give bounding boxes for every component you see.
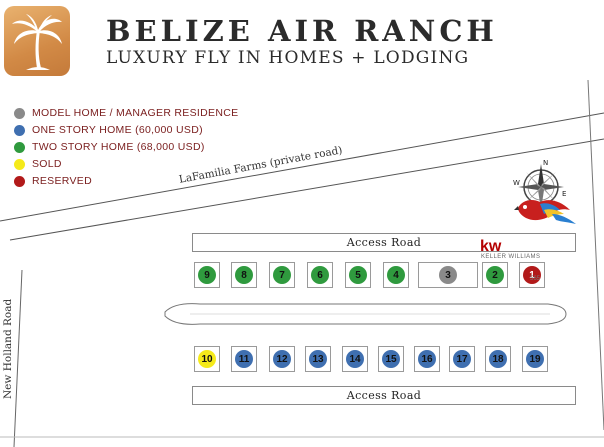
legend-dot-two-story xyxy=(14,141,25,153)
palm-tree-icon xyxy=(12,14,62,70)
legend-item-model: MODEL HOME / MANAGER RESIDENCE xyxy=(14,107,238,119)
realtor-logo: kw xyxy=(480,238,502,255)
lot-17[interactable]: 17 xyxy=(449,346,475,372)
access-road-bottom: Access Road xyxy=(192,386,576,405)
legend-item-sold: SOLD xyxy=(14,158,62,170)
lot-marker: 18 xyxy=(489,350,507,368)
lot-8[interactable]: 8 xyxy=(231,262,257,288)
lot-9[interactable]: 9 xyxy=(194,262,220,288)
realtor-name: KELLER WILLIAMS xyxy=(481,254,541,260)
legend-label: MODEL HOME / MANAGER RESIDENCE xyxy=(32,107,239,119)
side-road-label: New Holland Road xyxy=(2,298,14,399)
property-edge-right xyxy=(587,79,604,431)
side-road-edge xyxy=(13,269,23,447)
lot-marker: 15 xyxy=(382,350,400,368)
lot-15[interactable]: 15 xyxy=(378,346,404,372)
lot-6[interactable]: 6 xyxy=(307,262,333,288)
lot-marker: 19 xyxy=(526,350,544,368)
compass-n: N xyxy=(543,159,548,167)
legend-item-two-story: TWO STORY HOME (68,000 USD) xyxy=(14,141,205,153)
legend-item-reserved: RESERVED xyxy=(14,175,92,187)
lot-12[interactable]: 12 xyxy=(269,346,295,372)
page-title: BELIZE AIR RANCH xyxy=(106,14,498,48)
legend-label: SOLD xyxy=(32,158,62,170)
page-subtitle: LUXURY FLY IN HOMES + LODGING xyxy=(106,48,470,68)
lot-marker: 5 xyxy=(349,266,367,284)
legend-label: ONE STORY HOME (60,000 USD) xyxy=(32,124,203,136)
lot-marker: 7 xyxy=(273,266,291,284)
realtor-phone: 565 xyxy=(530,276,541,282)
lot-marker: 14 xyxy=(346,350,364,368)
lot-marker: 11 xyxy=(235,350,253,368)
access-road-top: Access Road xyxy=(192,233,576,252)
access-road-top-label: Access Road xyxy=(346,236,422,249)
lot-marker: 3 xyxy=(439,266,457,284)
lot-4[interactable]: 4 xyxy=(383,262,409,288)
lot-marker: 17 xyxy=(453,350,471,368)
lot-10[interactable]: 10 xyxy=(194,346,220,372)
parrot-icon xyxy=(514,200,576,224)
lot-3[interactable]: 3 xyxy=(418,262,478,288)
legend-dot-reserved xyxy=(14,175,25,187)
private-road-lower-edge xyxy=(9,138,604,241)
lot-marker: 8 xyxy=(235,266,253,284)
lot-marker: 16 xyxy=(418,350,436,368)
legend-label: TWO STORY HOME (68,000 USD) xyxy=(32,141,205,153)
legend-label: RESERVED xyxy=(32,175,92,187)
lot-marker: 2 xyxy=(486,266,504,284)
compass-e: E xyxy=(562,190,566,198)
lot-marker: 10 xyxy=(198,350,216,368)
lot-marker: 12 xyxy=(273,350,291,368)
legend-dot-sold xyxy=(14,158,25,170)
lot-19[interactable]: 19 xyxy=(522,346,548,372)
lot-marker: 1 xyxy=(523,266,541,284)
lot-1[interactable]: 1 xyxy=(519,262,545,288)
lot-13[interactable]: 13 xyxy=(305,346,331,372)
lot-marker: 9 xyxy=(198,266,216,284)
lot-11[interactable]: 11 xyxy=(231,346,257,372)
private-road-upper-edge xyxy=(0,112,604,222)
lot-5[interactable]: 5 xyxy=(345,262,371,288)
access-road-bottom-label: Access Road xyxy=(346,389,422,402)
lot-2[interactable]: 2 xyxy=(482,262,508,288)
lot-marker: 13 xyxy=(309,350,327,368)
legend-dot-model xyxy=(14,107,25,119)
compass-w: W xyxy=(513,179,520,187)
lot-7[interactable]: 7 xyxy=(269,262,295,288)
brand-logo xyxy=(4,6,70,76)
lot-marker: 6 xyxy=(311,266,329,284)
lot-marker: 4 xyxy=(387,266,405,284)
lot-18[interactable]: 18 xyxy=(485,346,511,372)
legend-item-one-story: ONE STORY HOME (60,000 USD) xyxy=(14,124,203,136)
lot-14[interactable]: 14 xyxy=(342,346,368,372)
lot-16[interactable]: 16 xyxy=(414,346,440,372)
legend-dot-one-story xyxy=(14,124,25,136)
